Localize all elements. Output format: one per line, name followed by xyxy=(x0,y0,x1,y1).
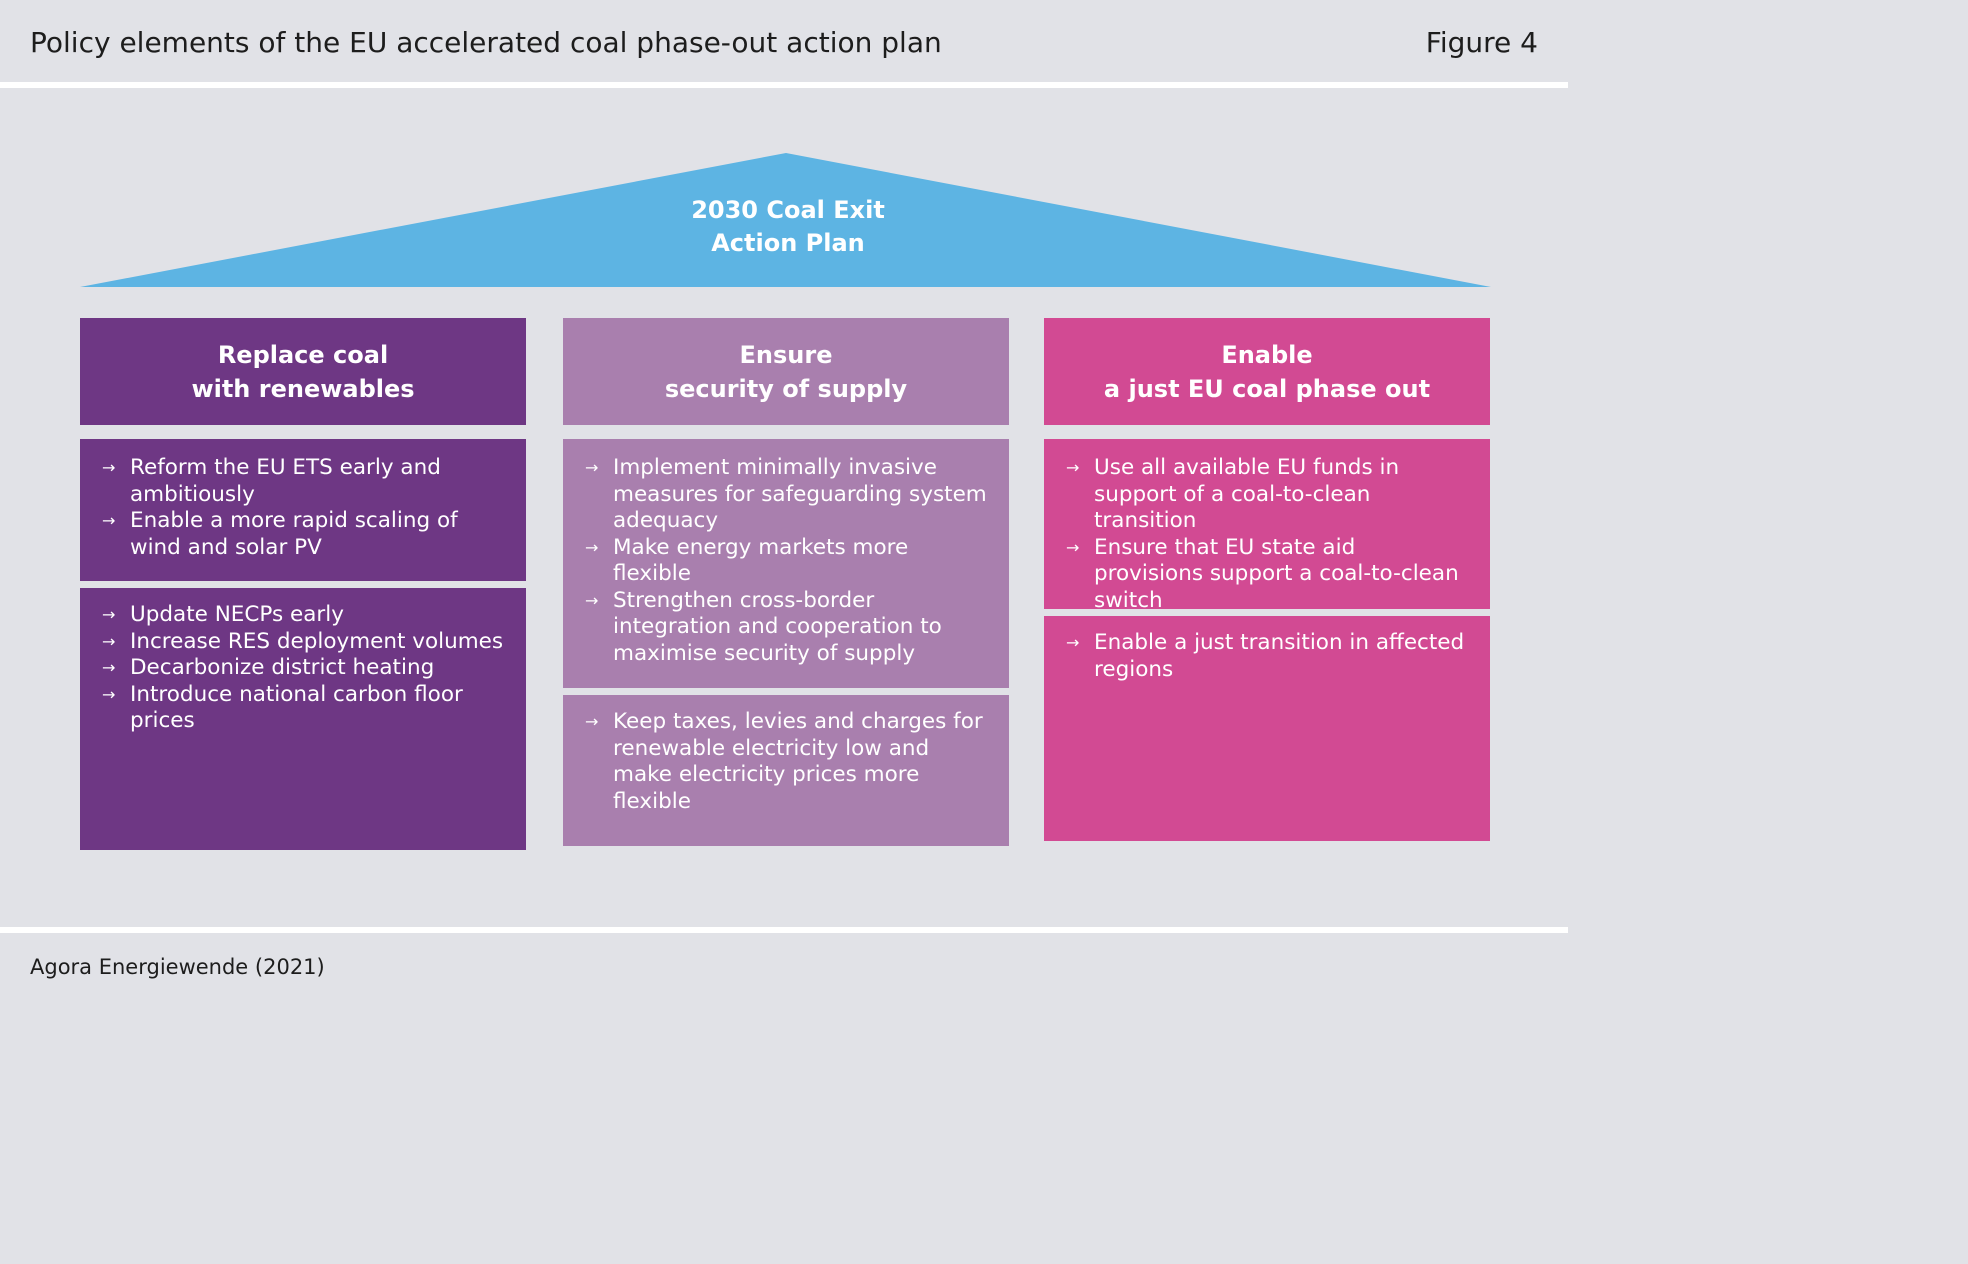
figure-title: Policy elements of the EU accelerated co… xyxy=(30,26,942,59)
list-item: → Reform the EU ETS early and ambitiously xyxy=(100,455,506,508)
list-item: → Decarbonize district heating xyxy=(100,655,506,682)
list-item: → Make energy markets more flexible xyxy=(583,535,989,588)
arrow-right-icon: → xyxy=(585,712,599,731)
heading-line: Enable xyxy=(1221,341,1313,369)
arrow-right-icon: → xyxy=(1066,537,1080,557)
arrow-right-icon: → xyxy=(102,684,116,704)
arrow-right-icon: → xyxy=(1066,458,1080,477)
column-heading-just-phase-out: Enable a just EU coal phase out xyxy=(1044,318,1490,425)
item-text: Enable a more rapid scaling of wind and … xyxy=(130,508,458,560)
item-text: Enable a just transition in affected reg… xyxy=(1094,630,1465,682)
item-text: Ensure that EU state aid provisions supp… xyxy=(1094,534,1459,613)
heading-line: a just EU coal phase out xyxy=(1103,375,1431,403)
list-item: → Implement minimally invasive measures f… xyxy=(583,455,989,535)
header-divider xyxy=(0,82,1568,88)
footer-divider xyxy=(0,927,1568,933)
list-item: → Strengthen cross-border integration and… xyxy=(583,588,989,668)
arrow-right-icon: → xyxy=(102,458,116,477)
figure-number: Figure 4 xyxy=(1425,26,1538,59)
figure-header: Policy elements of the EU accelerated co… xyxy=(0,0,1568,82)
item-text: Increase RES deployment volumes xyxy=(130,628,504,654)
eu-level-box-just-phase-out: → Use all available EU funds in support o… xyxy=(1044,439,1490,613)
arrow-right-icon: → xyxy=(585,590,599,610)
item-text: Implement minimally invasive measures fo… xyxy=(613,455,987,533)
list-item: → Enable a just transition in affected re… xyxy=(1064,630,1470,683)
list-item: → Enable a more rapid scaling of wind and… xyxy=(100,508,506,561)
column-heading-replace-coal: Replace coal with renewables xyxy=(80,318,526,425)
item-text: Strengthen cross-border integration and … xyxy=(613,587,942,666)
roof-triangle xyxy=(80,153,1491,287)
list-item: → Introduce national carbon floor prices xyxy=(100,682,506,735)
roof-shape xyxy=(80,153,1491,287)
national-level-box-replace-coal: → Update NECPs early → Increase RES deploy… xyxy=(80,588,526,850)
item-text: Make energy markets more flexible xyxy=(613,534,909,587)
arrow-right-icon: → xyxy=(102,605,116,624)
roof-label-line1: 2030 Coal Exit xyxy=(691,196,885,224)
item-text: Reform the EU ETS early and ambitiously xyxy=(130,455,441,507)
arrow-right-icon: → xyxy=(585,458,599,477)
arrow-right-icon: → xyxy=(585,537,599,557)
roof-label: 2030 Coal Exit Action Plan xyxy=(600,194,976,260)
arrow-right-icon: → xyxy=(102,631,116,651)
item-text: Use all available EU funds in support of… xyxy=(1094,455,1400,533)
roof-label-line2: Action Plan xyxy=(711,229,865,257)
item-text: Decarbonize district heating xyxy=(130,655,435,680)
list-item: → Increase RES deployment volumes xyxy=(100,629,506,656)
heading-line: security of supply xyxy=(664,375,908,403)
national-level-box-security-of-supply: → Keep taxes, levies and charges for rene… xyxy=(563,695,1009,846)
arrow-right-icon: → xyxy=(1066,633,1080,652)
list-item: → Keep taxes, levies and charges for rene… xyxy=(583,709,989,815)
item-text: Introduce national carbon floor prices xyxy=(130,681,463,734)
list-item: → Update NECPs early xyxy=(100,602,506,629)
arrow-right-icon: → xyxy=(102,511,116,530)
item-text: Keep taxes, levies and charges for renew… xyxy=(613,709,983,814)
list-item: → Ensure that EU state aid provisions sup… xyxy=(1064,535,1470,615)
arrow-right-icon: → xyxy=(102,658,116,677)
eu-level-box-replace-coal: → Reform the EU ETS early and ambitiously… xyxy=(80,439,526,581)
source-credit: Agora Energiewende (2021) xyxy=(30,955,325,979)
heading-line: Ensure xyxy=(739,341,833,369)
eu-level-box-security-of-supply: → Implement minimally invasive measures f… xyxy=(563,439,1009,688)
national-level-box-just-phase-out: → Enable a just transition in affected re… xyxy=(1044,616,1490,841)
heading-line: with renewables xyxy=(191,375,415,403)
item-text: Update NECPs early xyxy=(130,602,344,627)
list-item: → Use all available EU funds in support o… xyxy=(1064,455,1470,535)
heading-line: Replace coal xyxy=(217,341,389,369)
column-heading-security-of-supply: Ensure security of supply xyxy=(563,318,1009,425)
